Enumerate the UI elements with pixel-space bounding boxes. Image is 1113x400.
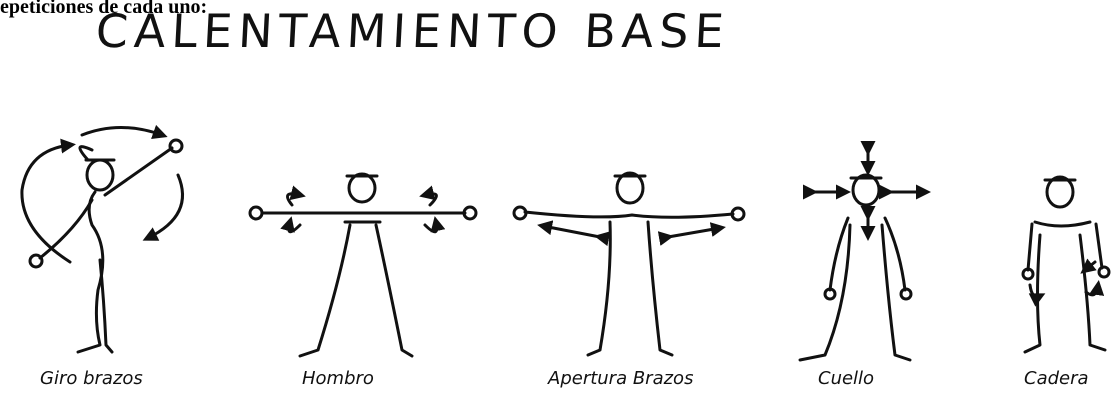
caption-cadera: Cadera — [1024, 368, 1089, 389]
figure-hombro-icon — [248, 172, 478, 358]
figure-giro-brazos-icon — [20, 124, 184, 354]
figure-cuello-icon — [798, 141, 931, 362]
figure-apertura-brazos-icon — [512, 171, 746, 357]
caption-cuello: Cuello — [818, 368, 875, 389]
caption-giro-brazos: Giro brazos — [40, 368, 143, 389]
caption-apertura-brazos: Apertura Brazos — [548, 368, 694, 389]
heading-snippet: epeticiones de cada uno: — [0, 0, 208, 18]
figure-cadera-icon — [1021, 175, 1111, 354]
caption-hombro: Hombro — [302, 368, 374, 389]
